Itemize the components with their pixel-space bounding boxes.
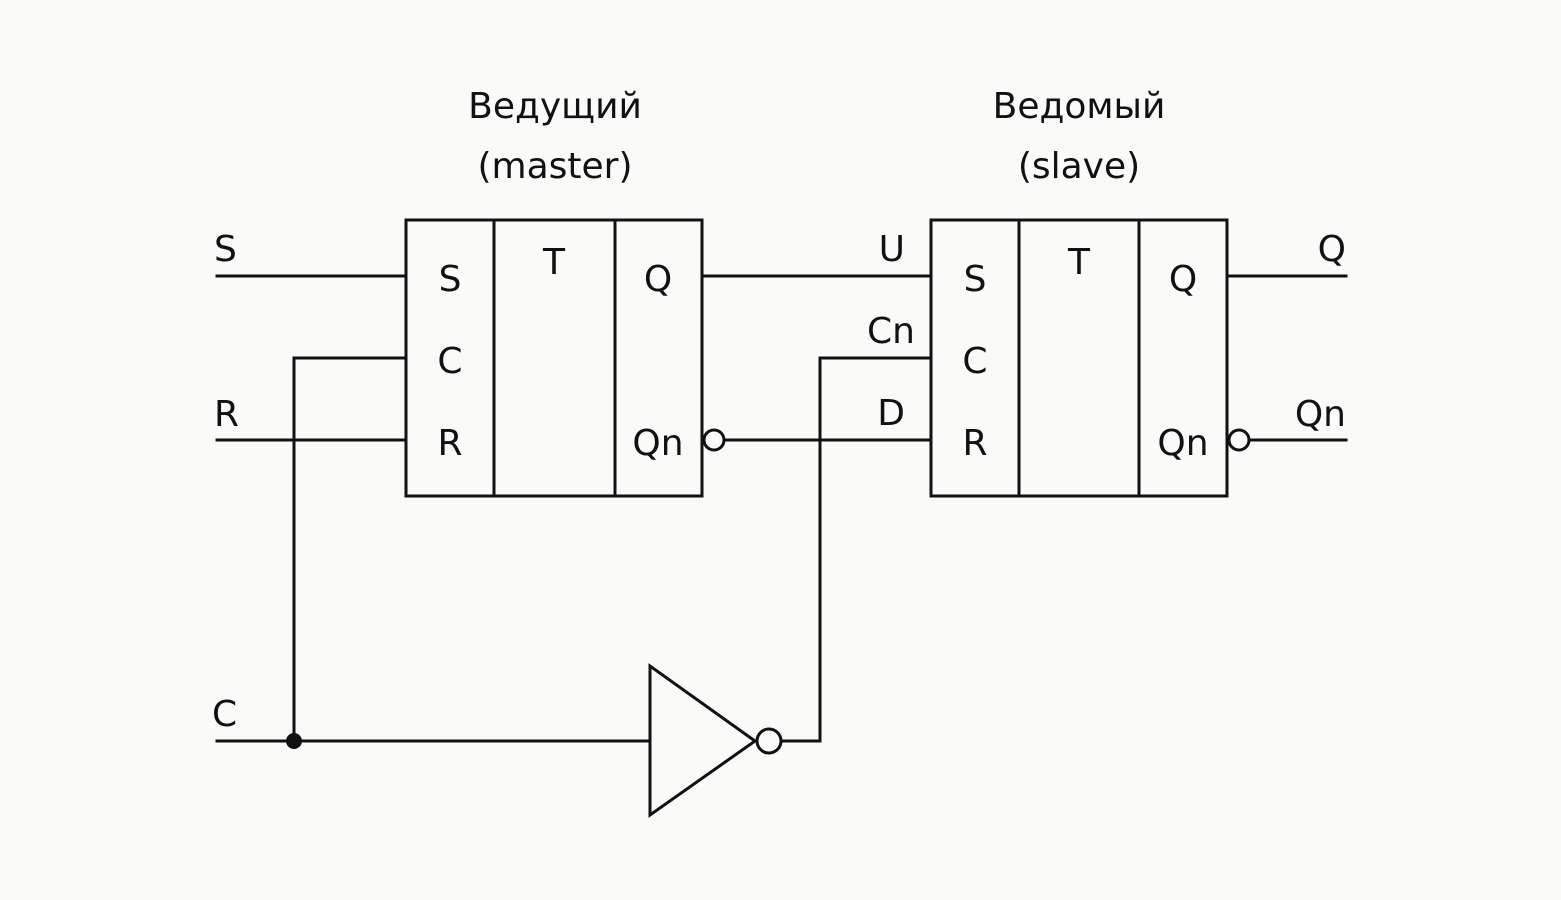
master-pin-s: S [439, 259, 462, 300]
slave-title: Ведомый [993, 86, 1166, 127]
slave-pin-c: C [962, 341, 987, 382]
net-cn-label: Cn [867, 311, 915, 352]
input-r-label: R [214, 394, 239, 435]
slave-flipflop: S C R T Q Qn [929, 218, 1229, 498]
junction-dot [286, 733, 302, 749]
slave-pin-r: R [962, 423, 987, 464]
slave-pin-qn: Qn [1157, 423, 1208, 464]
net-d-label: D [877, 393, 905, 434]
slave-qn-bubble [1227, 428, 1251, 452]
master-pin-qn: Qn [632, 423, 683, 464]
output-q-label: Q [1318, 229, 1346, 270]
master-title: Ведущий [468, 86, 642, 127]
slave-subtitle: (slave) [1018, 146, 1140, 187]
master-qn-bubble [702, 428, 726, 452]
slave-type-label: T [1067, 242, 1091, 283]
slave-pin-q: Q [1169, 259, 1197, 300]
master-type-label: T [542, 242, 566, 283]
input-s-label: S [214, 229, 237, 270]
master-pin-c: C [437, 341, 462, 382]
inverter [648, 663, 783, 818]
master-subtitle: (master) [477, 146, 632, 187]
output-qn-label: Qn [1295, 394, 1346, 435]
wire-c-to-master [292, 356, 408, 743]
net-u-label: U [879, 229, 905, 270]
inverter-bubble [755, 727, 783, 755]
master-flipflop: S C R T Q Qn [404, 218, 704, 498]
master-pin-r: R [437, 423, 462, 464]
wire-cn [779, 356, 933, 743]
input-c-label: C [212, 694, 237, 735]
slave-pin-s: S [964, 259, 987, 300]
master-pin-q: Q [644, 259, 672, 300]
inverter-triangle [648, 663, 758, 818]
